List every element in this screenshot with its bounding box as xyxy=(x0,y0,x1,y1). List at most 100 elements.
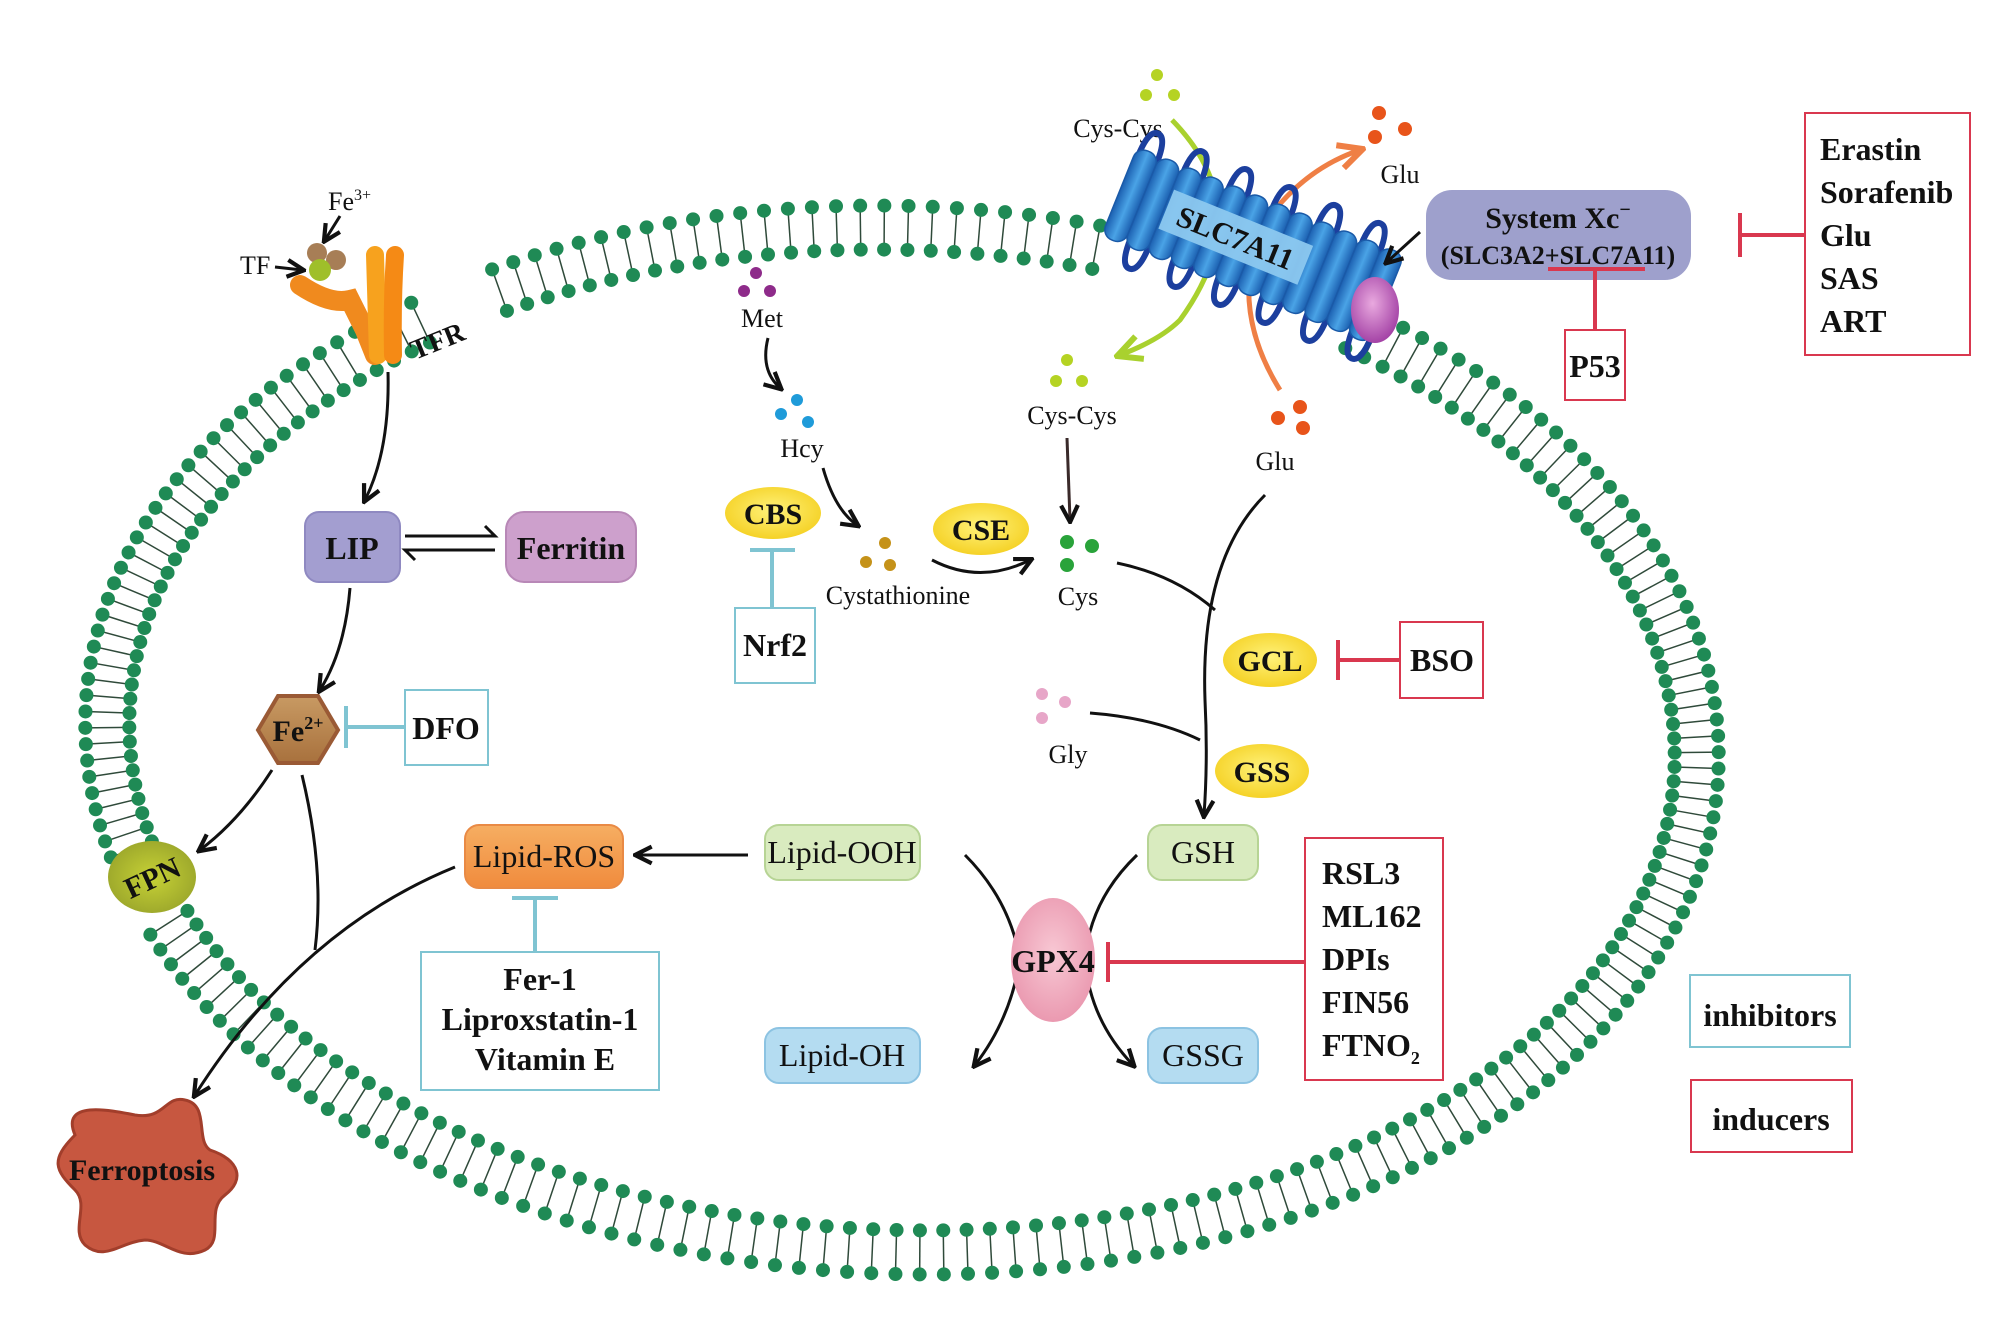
system-xc-inhibition xyxy=(1738,213,1805,257)
phospholipid xyxy=(393,1106,429,1160)
p53-box[interactable]: P53 xyxy=(1564,329,1626,401)
phospholipid xyxy=(780,201,799,260)
phospholipid xyxy=(413,1115,447,1170)
phospholipid xyxy=(1385,1121,1419,1175)
phospholipid xyxy=(1600,523,1651,563)
phospholipid xyxy=(374,1096,411,1149)
phospholipid xyxy=(616,225,641,283)
lipid-ooh-node[interactable]: Lipid-OOH xyxy=(764,824,921,881)
phospholipid xyxy=(121,545,175,580)
phospholipid xyxy=(1656,830,1714,857)
phospholipid xyxy=(181,458,229,502)
phospholipid xyxy=(559,1171,587,1228)
phospholipid xyxy=(1393,331,1430,384)
ferroportin-node[interactable]: FPN xyxy=(108,841,196,913)
svg-text:DFO: DFO xyxy=(412,710,480,746)
lip-node[interactable]: LIP xyxy=(304,511,401,583)
met-label: Met xyxy=(741,304,784,333)
fe3-label: Fe3+ xyxy=(328,187,371,216)
gsh-node[interactable]: GSH xyxy=(1147,824,1259,881)
phospholipid xyxy=(1290,1162,1319,1218)
transferrin-receptor xyxy=(290,246,404,365)
phospholipid xyxy=(1269,1169,1298,1225)
phospholipid xyxy=(107,576,162,608)
gss-enzyme[interactable]: GSS xyxy=(1215,744,1309,798)
ferrous-iron-node[interactable]: Fe2+ xyxy=(255,694,341,765)
gcl-enzyme[interactable]: GCL xyxy=(1223,633,1317,687)
phospholipid xyxy=(356,1086,393,1139)
svg-text:LIP: LIP xyxy=(325,530,378,566)
phospholipid xyxy=(1666,712,1724,732)
phospholipid xyxy=(829,199,845,258)
phospholipid xyxy=(206,431,252,477)
phospholipid xyxy=(320,1065,360,1116)
lipid-ros-inhibition xyxy=(512,896,558,952)
svg-text:CSE: CSE xyxy=(952,514,1010,547)
phospholipid xyxy=(686,212,707,270)
phospholipid xyxy=(169,472,219,514)
glu-in-label: Glu xyxy=(1256,447,1295,476)
phospholipid xyxy=(1660,816,1718,841)
phospholipid xyxy=(581,1178,609,1235)
phospholipid xyxy=(744,1211,765,1270)
phospholipid xyxy=(1650,631,1706,660)
bso-box[interactable]: BSO xyxy=(1399,621,1484,699)
gssg-node[interactable]: GSSG xyxy=(1147,1027,1259,1084)
system-xc-title: System Xc− xyxy=(1485,199,1631,235)
nrf2-box[interactable]: Nrf2 xyxy=(734,607,816,684)
dfo-box[interactable]: DFO xyxy=(404,689,489,766)
phospholipid xyxy=(1085,218,1108,276)
phospholipid xyxy=(1545,452,1592,498)
ferroptosis-outcome[interactable]: Ferroptosis xyxy=(56,1097,239,1256)
ros-inhibitor-box[interactable]: Fer-1 Liproxstatin-1 Vitamin E xyxy=(420,951,660,1091)
gly-label: Gly xyxy=(1049,740,1088,769)
inducer-erastin: Erastin xyxy=(1820,131,1922,167)
cbs-enzyme[interactable]: CBS xyxy=(725,487,821,539)
phospholipid xyxy=(1348,1138,1381,1194)
phospholipid xyxy=(79,688,138,706)
phospholipid xyxy=(1469,1072,1508,1123)
phospholipid xyxy=(1654,647,1711,674)
phospholipid xyxy=(549,241,576,299)
phospholipid xyxy=(959,1222,975,1281)
phospholipid xyxy=(673,1199,697,1257)
phospholipid xyxy=(255,1019,299,1068)
phospholipid xyxy=(1309,1154,1340,1210)
phospholipid xyxy=(1029,1218,1048,1277)
system-xc-inducer-box[interactable]: Erastin Sorafenib Glu SAS ART xyxy=(1804,112,1971,356)
gpx4-node[interactable]: GPX4 xyxy=(1011,898,1095,1022)
cys-molecule xyxy=(1060,535,1099,572)
phospholipid xyxy=(1460,375,1501,426)
inhibitor-liproxstatin-1: Liproxstatin-1 xyxy=(442,1001,639,1037)
cystine-extracellular-molecule xyxy=(1140,69,1180,101)
cse-enzyme[interactable]: CSE xyxy=(933,503,1029,555)
phospholipid xyxy=(888,1223,904,1282)
ferritin-node[interactable]: Ferritin xyxy=(505,511,637,583)
gpx4-inducer-box[interactable]: RSL3 ML162 DPIs FIN56 FTNO2 xyxy=(1304,837,1444,1081)
phospholipid xyxy=(312,346,351,398)
phospholipid xyxy=(1613,927,1666,965)
phospholipid xyxy=(1519,425,1564,473)
phospholipid xyxy=(1667,745,1726,760)
inducer-art: ART xyxy=(1820,303,1886,339)
phospholipid xyxy=(1163,1197,1188,1255)
phospholipid xyxy=(1647,858,1704,889)
slc7a11-transporter[interactable]: SLC7A11 xyxy=(1094,128,1412,362)
phospholipid xyxy=(1141,1202,1165,1260)
lipid-oh-node[interactable]: Lipid-OH xyxy=(764,1027,921,1084)
svg-text:CBS: CBS xyxy=(744,498,802,531)
phospholipid xyxy=(1569,479,1617,523)
phospholipid xyxy=(1533,438,1578,485)
gpx4-inhibition-line xyxy=(1106,942,1305,982)
system-xc-node[interactable]: System Xc− (SLC3A2+SLC7A11) xyxy=(1426,190,1691,280)
lipid-ros-node[interactable]: Lipid-ROS xyxy=(464,824,624,889)
hcy-label: Hcy xyxy=(780,434,823,463)
phospholipid xyxy=(263,380,305,430)
phospholipid xyxy=(1005,1220,1024,1279)
phospholipid xyxy=(1411,341,1448,394)
phospholipid xyxy=(864,1222,881,1281)
phospholipid xyxy=(129,530,182,567)
phospholipid xyxy=(1667,759,1726,776)
phospholipid xyxy=(248,392,291,441)
